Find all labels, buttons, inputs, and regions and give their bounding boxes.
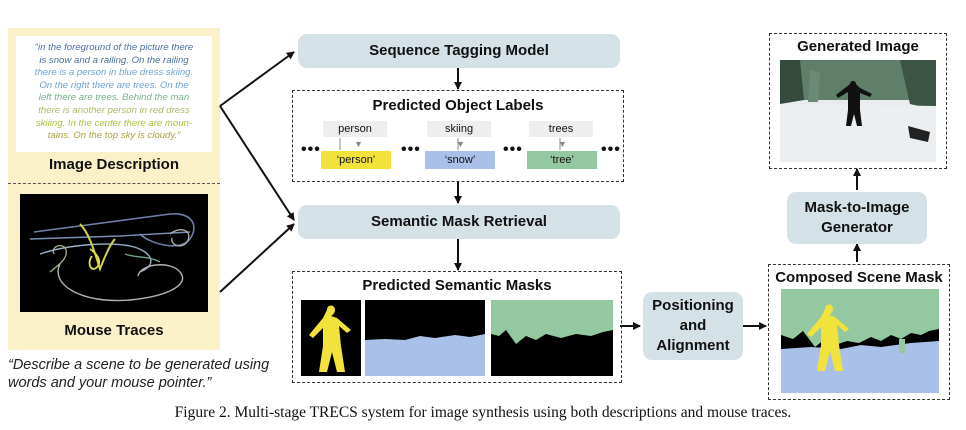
positioning-alignment-box: Positioning and Alignment [643,292,743,360]
predicted-object-labels-title: Predicted Object Labels [372,97,544,114]
predicted-object-labels-panel: Predicted Object Labels ••• person ▼ ‘pe… [292,90,624,182]
panel-divider [8,183,220,184]
tag-label-tree: ‘tree’ [527,151,597,169]
tag-arrow-skiing: ▼ [456,139,465,149]
tag-arrow-trees: ▼ [558,139,567,149]
composed-scene-mask-title: Composed Scene Mask [775,269,943,286]
image-description-label: Image Description [48,156,180,173]
description-line: tains. On the top sky is cloudy.” [47,130,181,142]
tag-word-person: person [323,121,387,137]
description-line: skiiing. In the center there are moun- [35,117,193,129]
tag-label-snow: ‘snow’ [425,151,495,169]
prompt-quote: “Describe a scene to be generated using … [8,357,270,391]
sequence-tagging-model-box: Sequence Tagging Model [298,34,620,68]
description-line: “in the foreground of the picture there [34,42,194,53]
mouse-traces-svg [29,213,195,302]
predicted-semantic-masks-panel: Predicted Semantic Masks [292,271,622,383]
tag-word-trees: trees [529,121,593,137]
person-mask-image [301,300,361,376]
ellipsis-2: ••• [401,141,421,158]
figure-caption: Figure 2. Multi-stage TRECS system for i… [0,404,966,422]
description-line: is snow and a railing. On the railing [39,54,189,66]
ellipsis-3: ••• [503,141,523,158]
composed-mask-image [781,289,939,393]
generated-image-title: Generated Image [797,38,919,55]
generated-image-panel: Generated Image [769,33,947,169]
mouse-traces-image [20,194,208,312]
ellipsis-1: ••• [301,141,321,158]
description-line: there is another person in red dress [38,104,190,116]
snow-mask-image [365,300,485,376]
generated-photo [780,60,936,162]
description-line: left there are trees. Behind the man [38,92,190,104]
tag-label-person: ‘person’ [321,151,391,169]
predicted-semantic-masks-title: Predicted Semantic Masks [362,277,552,294]
semantic-mask-retrieval-box: Semantic Mask Retrieval [298,205,620,239]
description-line: On the right there are trees. On the [39,79,189,91]
mask-to-image-generator-box: Mask-to-Image Generator [787,192,927,244]
tag-arrow-person: ▼ [354,139,363,149]
tree-mask-image [491,300,613,376]
tag-word-skiing: skiing [427,121,491,137]
caption-text: Figure 2. Multi-stage TRECS system for i… [174,404,792,421]
description-line: there is a person in blue dress skiing. [34,67,194,79]
composed-scene-mask-panel: Composed Scene Mask [768,264,950,400]
mouse-traces-label: Mouse Traces [64,322,164,339]
ellipsis-4: ••• [601,141,621,158]
